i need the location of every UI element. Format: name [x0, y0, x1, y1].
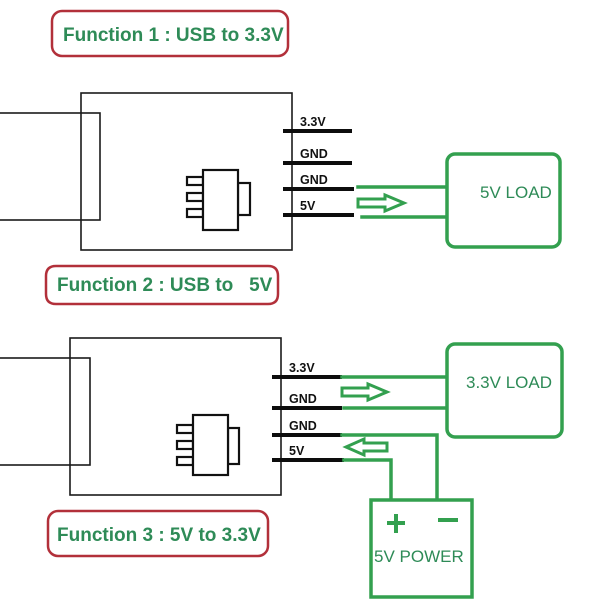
regulator-body — [201, 168, 240, 232]
function-3-load-wiring: 3.3V LOAD — [340, 342, 564, 439]
regulator-lead — [185, 207, 205, 219]
usb-connector-1 — [0, 112, 101, 221]
arrow-right-icon — [340, 381, 391, 403]
arrow-right-icon — [356, 192, 408, 214]
pin-label: 3.3V — [289, 361, 315, 375]
function-2-wiring: 5V LOAD — [356, 152, 562, 249]
pin-label: 5V — [300, 199, 316, 213]
wire-gnd-from-power — [340, 433, 439, 502]
regulator-lead — [175, 423, 195, 435]
wire-5v-from-power — [342, 458, 393, 502]
pin-label: GND — [300, 173, 328, 187]
function-1-label-border — [50, 9, 290, 58]
function-2-label: Function 2 : USB to 5V — [44, 264, 280, 306]
regulator-lead — [185, 191, 205, 203]
regulator-tab — [236, 181, 252, 217]
function-1-label: Function 1 : USB to 3.3V — [50, 9, 290, 58]
regulator-1 — [185, 168, 252, 232]
regulator-lead — [175, 439, 195, 451]
pin-label: GND — [300, 147, 328, 161]
load-5v-label: 5V LOAD — [480, 183, 552, 202]
function-1-label-text: Function 1 : USB to 3.3V — [63, 25, 284, 46]
regulator-tab — [226, 426, 241, 466]
board-1: 3.3V GND GND 5V — [0, 92, 354, 251]
function-3-power-wiring: 5V POWER — [340, 433, 474, 599]
pin-label: 3.3V — [300, 115, 326, 129]
regulator-body — [191, 413, 230, 477]
pin-label: GND — [289, 392, 317, 406]
pin-label: 5V — [289, 444, 305, 458]
pin-label: GND — [289, 419, 317, 433]
function-3-label-border — [46, 509, 270, 558]
power-5v-box — [369, 498, 474, 599]
regulator-lead — [175, 455, 195, 467]
function-2-label-text: Function 2 : USB to 5V — [57, 275, 273, 296]
regulator-2 — [175, 413, 241, 477]
regulator-lead — [185, 175, 205, 187]
power-5v-label: 5V POWER — [374, 547, 464, 566]
load-5v-box — [445, 152, 562, 249]
pcb-outline-2 — [69, 337, 282, 496]
pcb-outline-1 — [80, 92, 293, 251]
function-2-label-border — [44, 264, 280, 306]
load-3v3-label: 3.3V LOAD — [466, 373, 552, 392]
arrow-left-icon — [342, 436, 389, 458]
usb-connector-2 — [0, 357, 91, 466]
function-3-label-text: Function 3 : 5V to 3.3V — [57, 525, 261, 546]
load-3v3-box — [445, 342, 564, 439]
function-3-label: Function 3 : 5V to 3.3V — [46, 509, 270, 558]
board-2: 3.3V GND GND 5V — [0, 337, 344, 496]
